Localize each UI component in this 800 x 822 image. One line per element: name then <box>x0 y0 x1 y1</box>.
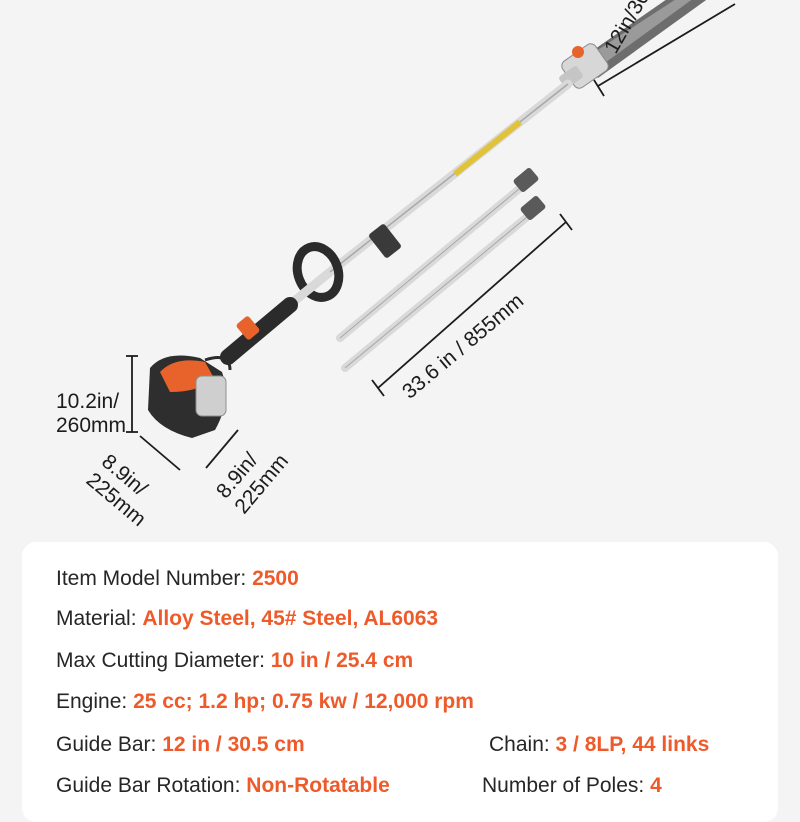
spec-poles-label: Number of Poles: <box>482 774 645 797</box>
spec-model-label: Item Model Number: <box>56 567 247 590</box>
extension-poles <box>336 168 546 372</box>
dimension-lines <box>126 3 736 471</box>
loop-handle <box>292 242 344 302</box>
dim-height-in: 10.2in/ <box>56 390 120 413</box>
spec-guide-bar-value: 12 in / 30.5 cm <box>162 733 305 756</box>
product-illustration <box>126 0 736 471</box>
spec-chain-value: 3 / 8LP, 44 links <box>555 733 710 756</box>
spec-poles-value: 4 <box>650 774 662 797</box>
spec-cutting-value: 10 in / 25.4 cm <box>270 649 414 672</box>
spec-model: Item Model Number: 2500 <box>56 567 299 591</box>
spec-chain-label: Chain: <box>489 733 550 756</box>
spec-material-label: Material: <box>56 607 137 630</box>
dim-height-mm: 260mm <box>56 414 127 438</box>
spec-engine-label: Engine: <box>56 690 128 713</box>
spec-guide-bar: Guide Bar: 12 in / 30.5 cm <box>56 733 305 757</box>
spec-material: Material: Alloy Steel, 45# Steel, AL6063 <box>56 607 438 631</box>
spec-card <box>22 542 778 822</box>
spec-engine: Engine: 25 cc; 1.2 hp; 0.75 kw / 12,000 … <box>56 690 474 714</box>
spec-material-value: Alloy Steel, 45# Steel, AL6063 <box>142 607 439 630</box>
chain-bar <box>582 0 707 78</box>
spec-cutting-label: Max Cutting Diameter: <box>56 649 265 672</box>
spec-engine-value: 25 cc; 1.2 hp; 0.75 kw / 12,000 rpm <box>133 690 474 713</box>
spec-rotation-label: Guide Bar Rotation: <box>56 774 241 797</box>
spec-model-value: 2500 <box>252 567 299 590</box>
engine <box>148 355 232 438</box>
spec-rotation: Guide Bar Rotation: Non-Rotatable <box>56 774 390 798</box>
spec-guide-bar-label: Guide Bar: <box>56 733 157 756</box>
saw-head <box>559 43 609 89</box>
dim-height: 10.2in/ 260mm <box>56 390 126 438</box>
spec-poles: Number of Poles: 4 <box>482 774 662 798</box>
spec-rotation-value: Non-Rotatable <box>246 774 390 797</box>
spec-chain: Chain: 3 / 8LP, 44 links <box>489 733 709 757</box>
spec-cutting: Max Cutting Diameter: 10 in / 25.4 cm <box>56 649 413 673</box>
